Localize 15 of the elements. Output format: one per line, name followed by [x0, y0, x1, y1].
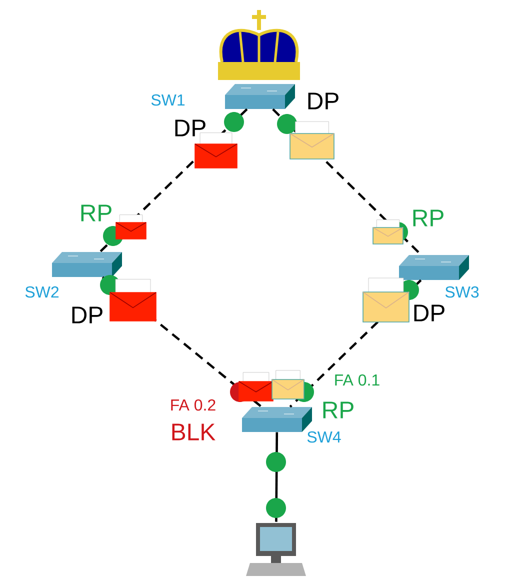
port-label: FA 0.2 [171, 399, 216, 411]
switch-label: SW2 [25, 286, 59, 298]
port-label: FA 0.1 [335, 374, 380, 386]
switch-label: SW4 [307, 431, 341, 443]
port-label: DP [175, 120, 206, 136]
port-label: RP [323, 402, 354, 418]
port-label: RP [81, 204, 112, 222]
computer-drawing [246, 523, 306, 576]
port-label: DP [414, 304, 444, 322]
port-label: RP [413, 210, 444, 226]
port-label: BLK [172, 424, 216, 440]
link-line [275, 432, 278, 522]
port-label: DP [72, 306, 102, 324]
switch-label: SW1 [151, 94, 185, 106]
switch-label: SW3 [445, 286, 479, 298]
